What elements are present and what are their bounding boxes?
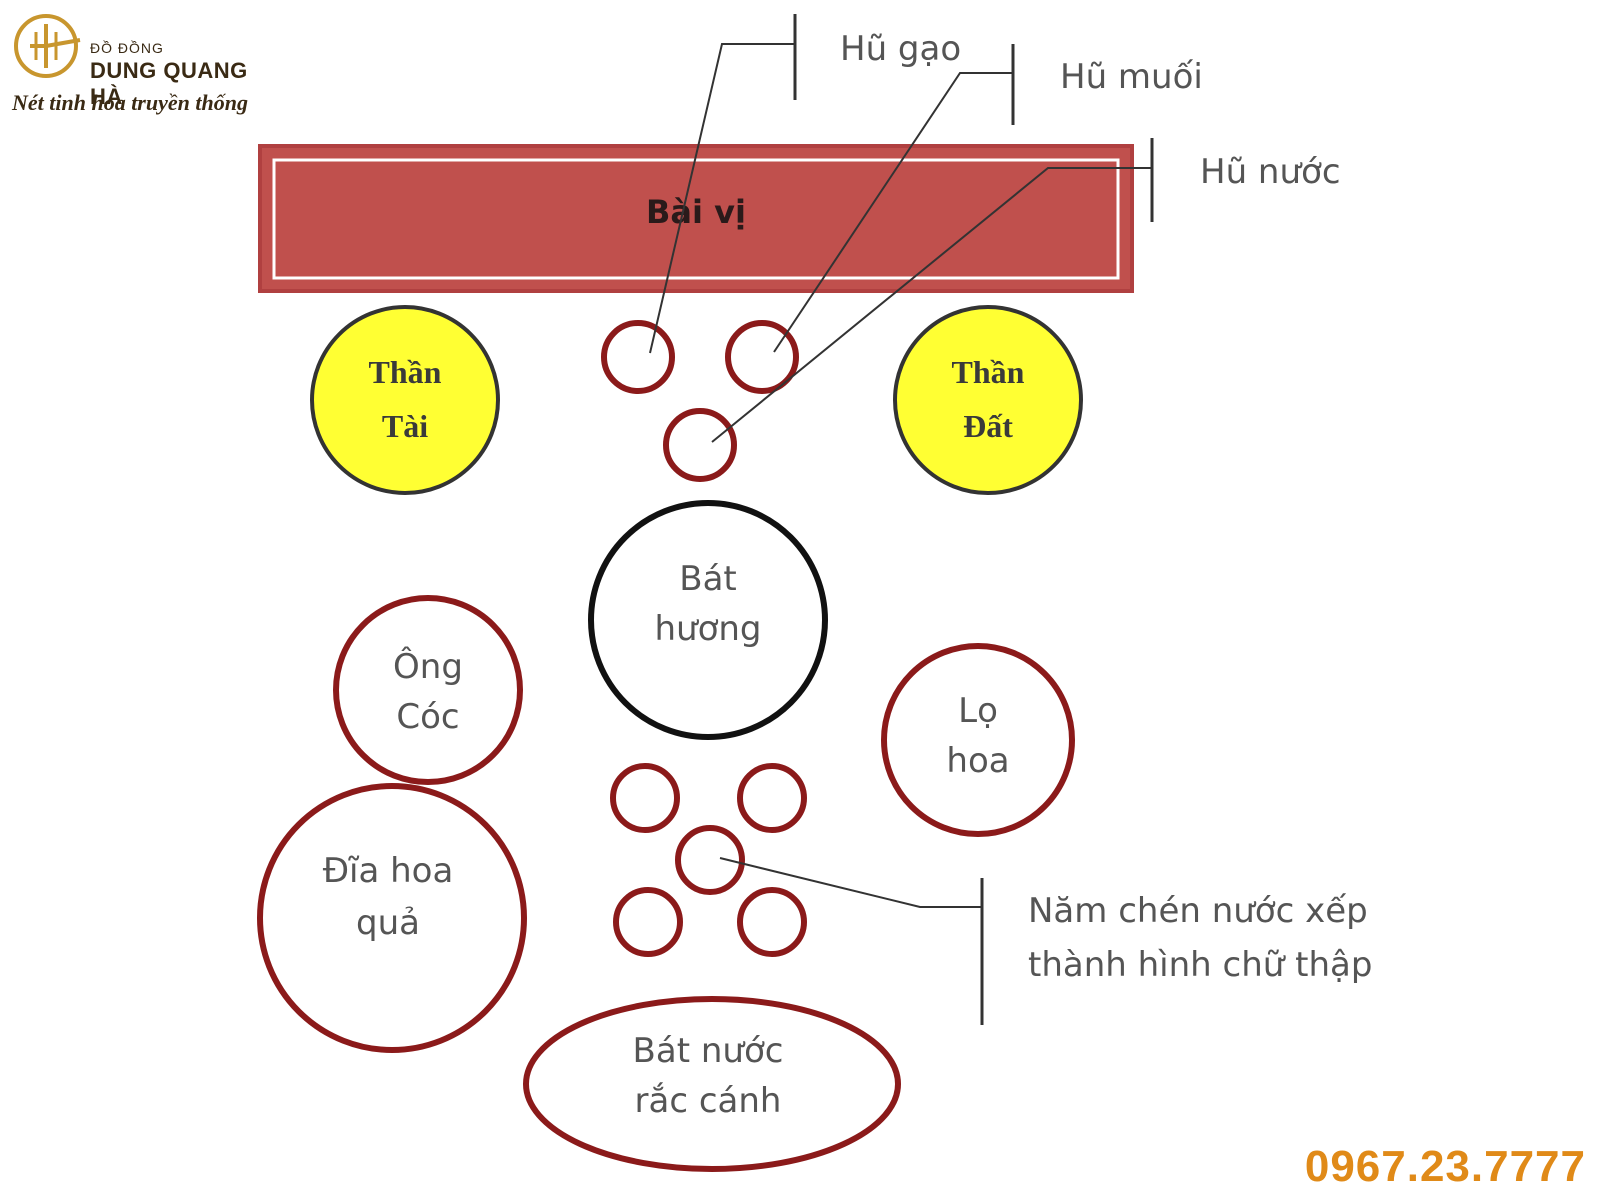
cups-label-line2: thành hình chữ thập	[1028, 945, 1372, 985]
than-dat-circle	[893, 305, 1083, 495]
fruit-line1: Đĩa hoa	[323, 851, 454, 891]
cups-callout-line	[719, 857, 982, 908]
than-dat-line2: Đất	[963, 408, 1013, 444]
incense-bowl-circle	[588, 500, 828, 740]
than-dat-line1: Thần	[952, 354, 1025, 390]
than-tai-line2: Tài	[382, 408, 428, 444]
vase-line1: Lọ	[958, 691, 998, 731]
salt-jar-label: Hũ muối	[1060, 57, 1203, 97]
than-tai-line1: Thần	[369, 354, 442, 390]
brand-tagline: Nét tinh hoa truyền thống	[12, 90, 248, 115]
ong-coc-circle	[333, 595, 523, 785]
rice-jar-label: Hũ gạo	[840, 29, 961, 69]
brand-subtitle: ĐỒ ĐỒNG	[90, 40, 164, 56]
water-callout-line	[711, 167, 1152, 443]
salt-jar-circle	[725, 320, 799, 394]
ong-coc-line2: Cóc	[396, 697, 459, 737]
incense-line2: hương	[654, 609, 761, 649]
water-cup-bottom-right	[737, 887, 807, 957]
water-bowl-line1: Bát nước	[633, 1031, 784, 1071]
water-jar-circle	[663, 408, 737, 482]
water-cup-top-right	[737, 763, 807, 833]
water-cup-center	[675, 825, 745, 895]
salt-callout-line	[773, 72, 1013, 353]
vase-circle	[881, 643, 1075, 837]
water-cup-top-left	[610, 763, 680, 833]
tablet-label: Bài vị	[646, 193, 746, 231]
rice-callout-line	[649, 43, 795, 354]
fruit-line2: quả	[356, 903, 420, 943]
phone-number: 0967.23.7777	[1304, 1142, 1586, 1191]
brand-name: DUNG QUANG HÀ	[90, 58, 248, 109]
water-bowl-line2: rắc cánh	[635, 1081, 782, 1121]
cups-label-line1: Năm chén nước xếp	[1028, 891, 1368, 931]
water-jar-label: Hũ nước	[1200, 152, 1341, 192]
fruit-plate-circle	[257, 783, 527, 1053]
rice-jar-circle	[601, 320, 675, 394]
brand-emblem-icon	[14, 14, 81, 78]
petal-water-bowl-ellipse	[523, 996, 901, 1172]
ong-coc-line1: Ông	[393, 646, 463, 687]
than-tai-circle	[310, 305, 500, 495]
vase-line2: hoa	[946, 741, 1009, 781]
tablet-inner-border	[272, 158, 1120, 280]
brand-logo: ĐỒ ĐỒNG DUNG QUANG HÀ Nét tinh hoa truyề…	[10, 10, 270, 120]
water-cup-bottom-left	[613, 887, 683, 957]
incense-line1: Bát	[679, 559, 737, 599]
